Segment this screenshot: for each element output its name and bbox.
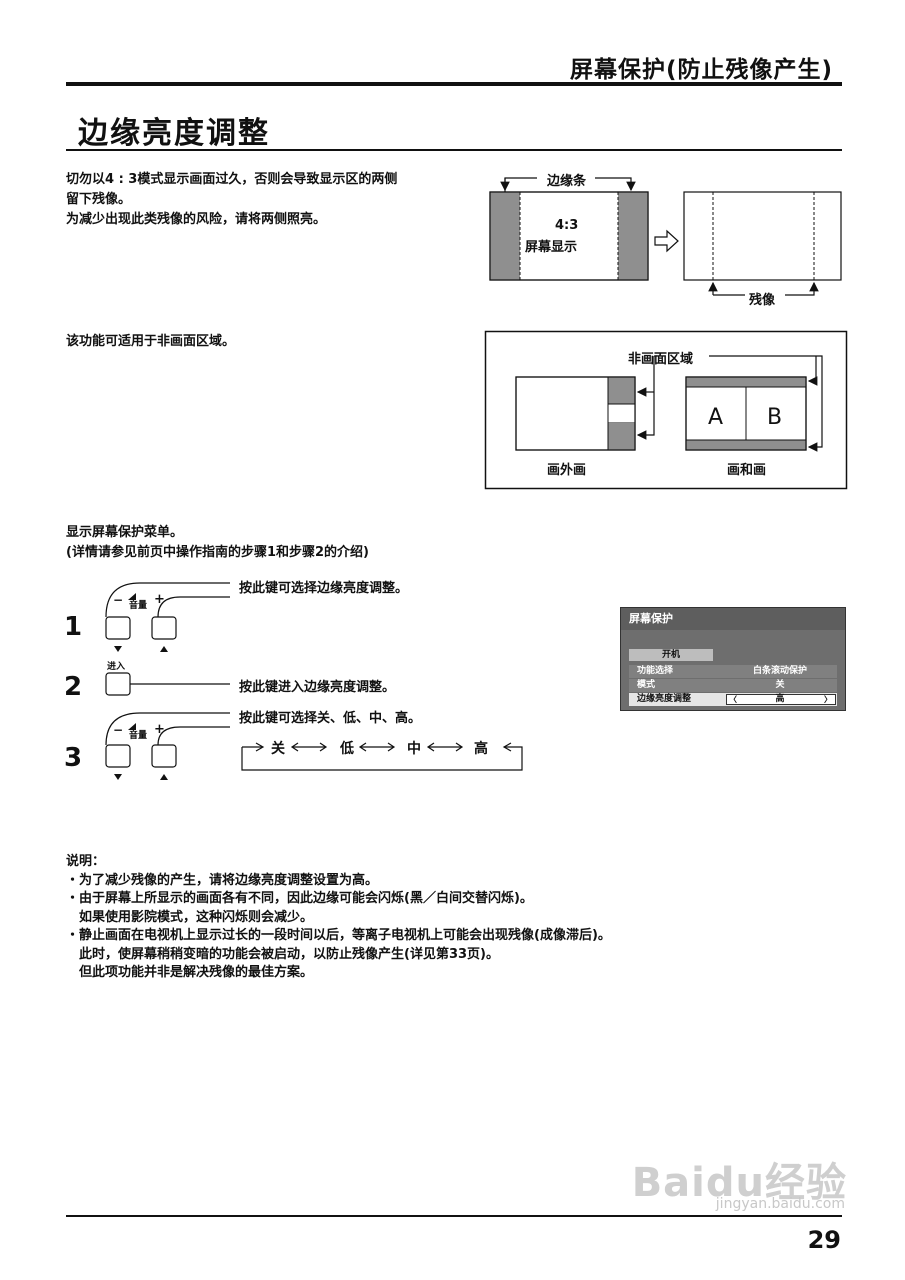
footer-rule	[66, 1215, 842, 1217]
section-title: 边缘亮度调整	[78, 116, 270, 151]
screen-saver-osd: 屏幕保护 开机 功能选择 白条滚动保护 模式 关 边缘亮度调整 〈 高 〉	[620, 607, 846, 711]
intro-line: 为减少出现此类残像的风险，请将两侧照亮。	[66, 212, 327, 227]
menu-intro-line: 显示屏幕保护菜单。	[66, 525, 184, 540]
volume-label: 音量	[129, 731, 148, 741]
step-number: 2	[64, 672, 83, 702]
up-triangle-icon	[160, 646, 168, 652]
step-diagram	[105, 582, 523, 780]
page-number: 29	[807, 1226, 841, 1254]
osd-row-key: 功能选择	[637, 666, 674, 676]
plus-label: +	[154, 592, 165, 607]
volume-up-key[interactable]	[151, 744, 177, 768]
osd-row-function[interactable]: 功能选择 白条滚动保护	[629, 665, 837, 678]
volume-down-key[interactable]	[105, 616, 131, 640]
cycle-item-off: 关	[271, 741, 285, 757]
chevron-right-icon[interactable]: 〉	[824, 695, 832, 704]
non-picture-area-diagram	[484, 330, 848, 490]
sub-picture-a: A	[708, 405, 724, 430]
minus-label: −	[113, 723, 124, 737]
side-bar-diagram	[489, 177, 842, 296]
menu-intro-line: (详情请参见前页中操作指南的步骤1和步骤2的介绍)	[66, 545, 369, 560]
enter-key[interactable]	[105, 672, 131, 696]
minus-label: −	[113, 593, 124, 607]
osd-row-key: 模式	[637, 680, 656, 690]
note-line: 如果使用影院模式，这种闪烁则会减少。	[66, 909, 314, 925]
volume-down-key[interactable]	[105, 744, 131, 768]
side-bar-label: 边缘条	[547, 174, 587, 189]
header-rule	[66, 82, 842, 86]
osd-row-mode[interactable]: 模式 关	[629, 679, 837, 692]
step-text: 按此键可选择边缘亮度调整。	[239, 581, 409, 596]
note-line: ・由于屏幕上所显示的画面各有不同，因此边缘可能会闪烁(黑／白间交替闪烁)。	[66, 891, 533, 906]
right-arrow-icon	[654, 229, 679, 253]
down-triangle-icon	[114, 774, 122, 780]
note-line: 但此项功能并非是解决残像的最佳方案。	[66, 965, 314, 980]
note-line: ・静止画面在电视机上显示过长的一段时间以后，等离子电视机上可能会出现残像(成像滞…	[66, 928, 611, 943]
step-number: 3	[64, 743, 83, 773]
applies-text: 该功能可适用于非画面区域。	[66, 334, 236, 349]
sub-picture-b: B	[767, 405, 783, 430]
watermark-url: jingyan.baidu.com	[715, 1196, 845, 1212]
step-number: 1	[64, 612, 83, 642]
osd-row-value: 关	[775, 680, 785, 690]
step-text: 按此键进入边缘亮度调整。	[239, 680, 396, 695]
intro-text: 切勿以4 : 3模式显示画面过久，否则会导致显示区的两侧 留下残像。 为减少出现…	[66, 170, 466, 230]
step-text: 按此键可选择关、低、中、高。	[239, 711, 422, 726]
menu-intro: 显示屏幕保护菜单。 (详情请参见前页中操作指南的步骤1和步骤2的介绍)	[66, 523, 369, 563]
afterimage-label: 残像	[749, 293, 776, 308]
osd-title: 屏幕保护	[621, 608, 845, 630]
screen-afterimage	[683, 191, 842, 281]
side-bar-right	[618, 192, 648, 280]
osd-power-on-button[interactable]: 开机	[629, 649, 713, 661]
volume-up-key[interactable]	[151, 616, 177, 640]
down-triangle-icon	[114, 646, 122, 652]
note-line: ・为了减少残像的产生，请将边缘亮度调整设置为高。	[66, 872, 379, 888]
notes-section: 说明： ・为了减少残像的产生，请将边缘亮度调整设置为高。 ・由于屏幕上所显示的画…	[66, 853, 786, 983]
cycle-item-high: 高	[474, 741, 488, 757]
intro-line: 切勿以4 : 3模式显示画面过久，否则会导致显示区的两侧	[66, 172, 398, 187]
osd-row-value: 白条滚动保护	[752, 666, 807, 676]
section-rule	[66, 149, 842, 151]
osd-row-value: 高	[775, 694, 785, 704]
notes-title: 说明：	[66, 854, 106, 869]
intro-line: 留下残像。	[66, 192, 132, 207]
pip-label: 画和画	[727, 463, 767, 478]
volume-label: 音量	[129, 601, 148, 611]
note-line: 此时，使屏幕稍稍变暗的功能会被启动，以防止残像产生(详见第33页)。	[66, 946, 499, 962]
pop-label: 画外画	[547, 463, 587, 478]
watermark-brand: Baidu经验	[631, 1160, 847, 1206]
plus-label: +	[154, 722, 165, 737]
osd-value-slot	[726, 694, 836, 705]
side-bar-left	[490, 192, 520, 280]
screen-ratio-label: 4:3	[555, 218, 579, 233]
osd-row-key: 边缘亮度调整	[637, 694, 692, 704]
cycle-item-mid: 中	[407, 741, 421, 757]
osd-row-side-bar[interactable]: 边缘亮度调整 〈 高 〉	[629, 693, 837, 706]
header-title: 屏幕保护(防止残像产生)	[569, 57, 833, 83]
enter-label: 进入	[107, 662, 126, 672]
cycle-item-low: 低	[340, 741, 354, 757]
non-picture-area-label: 非画面区域	[628, 352, 694, 367]
chevron-left-icon[interactable]: 〈	[729, 695, 737, 704]
screen-display-label: 屏幕显示	[525, 240, 578, 255]
up-triangle-icon	[160, 774, 168, 780]
